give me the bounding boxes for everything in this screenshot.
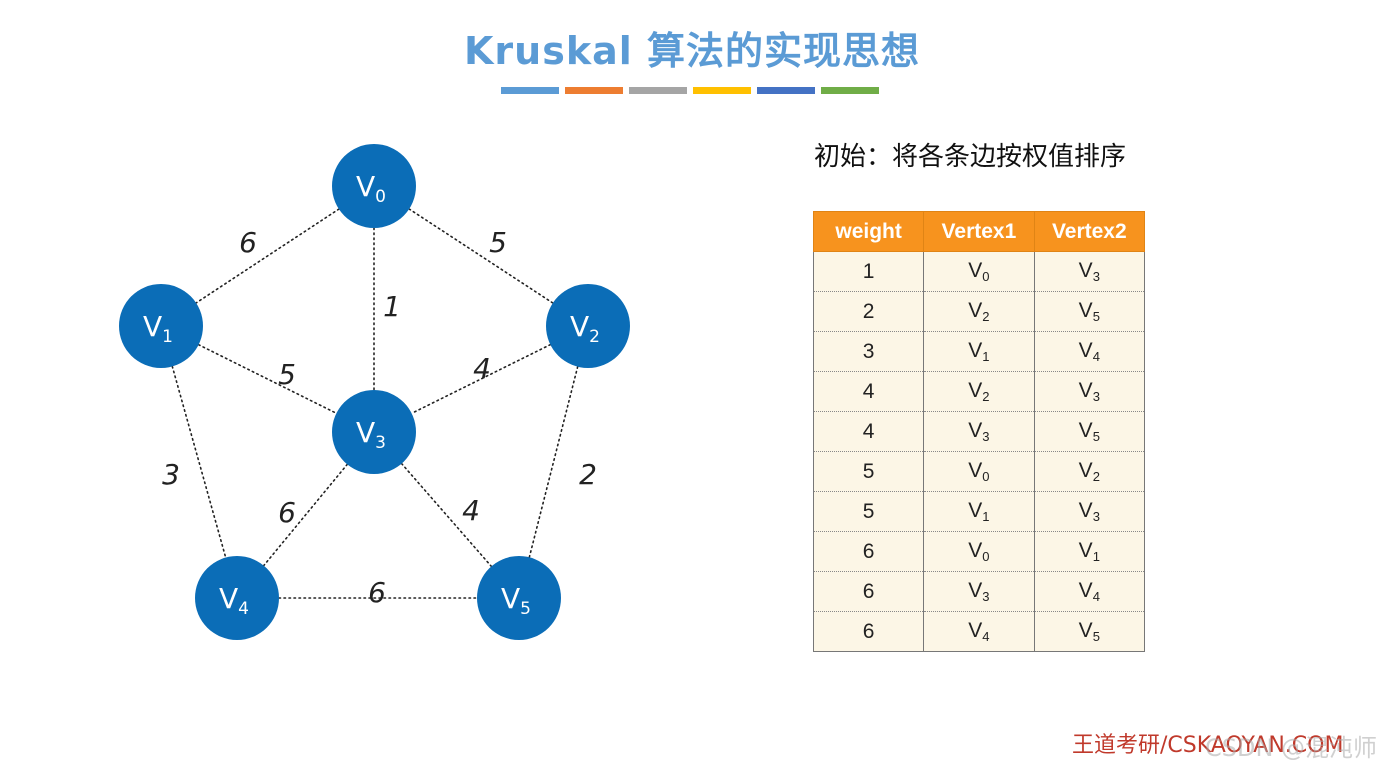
caption-text: 初始：将各条边按权值排序 xyxy=(814,142,1127,172)
cell-weight: 1 xyxy=(812,251,925,292)
slide-title: Kruskal 算法的实现思想 xyxy=(463,29,921,73)
edge-weight-v0-v1: 6 xyxy=(239,226,257,259)
node-v3 xyxy=(332,390,416,474)
header-weight: weight xyxy=(812,211,925,252)
node-v4 xyxy=(195,556,279,640)
node-v0 xyxy=(332,144,416,228)
cell-weight: 4 xyxy=(812,371,925,412)
watermark-csdn: CSDN @混沌师 xyxy=(1205,734,1378,762)
cell-vertex1: V3 xyxy=(923,411,1035,452)
edge-weight-v2-v3: 4 xyxy=(473,352,491,385)
cell-vertex1: V4 xyxy=(923,611,1035,652)
cell-vertex2: V2 xyxy=(1033,451,1146,492)
cell-weight: 6 xyxy=(812,571,925,612)
edge-weight-v2-v5: 2 xyxy=(579,458,597,491)
edge-weight-v4-v5: 6 xyxy=(368,576,386,609)
table-header-row: weight Vertex1 Vertex2 xyxy=(812,211,1146,252)
color-bar-1 xyxy=(501,87,559,94)
node-label-v0: V0 xyxy=(356,170,386,207)
cell-vertex1: V0 xyxy=(923,451,1035,492)
edge-v0-v1 xyxy=(195,208,340,304)
node-label-v5: V5 xyxy=(501,582,531,619)
color-bar-5 xyxy=(757,87,815,94)
cell-vertex2: V4 xyxy=(1033,571,1146,612)
edge-weight-v1-v3: 5 xyxy=(278,358,296,391)
edge-v2-v3 xyxy=(410,343,552,415)
edge-weight-v3-v5: 4 xyxy=(462,494,480,527)
color-bar-4 xyxy=(693,87,751,94)
color-bar-2 xyxy=(565,87,623,94)
cell-weight: 6 xyxy=(812,611,925,652)
cell-vertex1: V1 xyxy=(923,331,1035,372)
header-vertex1: Vertex1 xyxy=(923,211,1035,252)
header-vertex2: Vertex2 xyxy=(1033,211,1146,252)
cell-vertex1: V2 xyxy=(923,371,1035,412)
edge-v1-v4 xyxy=(171,365,227,559)
node-v5 xyxy=(477,556,561,640)
cell-vertex2: V3 xyxy=(1033,371,1146,412)
cell-vertex2: V4 xyxy=(1033,331,1146,372)
cell-weight: 6 xyxy=(812,531,925,572)
cell-vertex2: V5 xyxy=(1033,611,1146,652)
cell-vertex1: V2 xyxy=(923,291,1035,332)
node-label-v1: V1 xyxy=(143,310,173,347)
watermark-wangdao: 王道考研/CSKAOYAN.COM xyxy=(1072,733,1344,758)
color-bar-6 xyxy=(821,87,879,94)
cell-vertex2: V5 xyxy=(1033,411,1146,452)
cell-vertex2: V5 xyxy=(1033,291,1146,332)
color-bar-3 xyxy=(629,87,687,94)
edge-weight-v1-v4: 3 xyxy=(162,458,180,491)
cell-vertex1: V0 xyxy=(923,251,1035,292)
edge-v1-v3 xyxy=(197,343,338,415)
edge-weight-v0-v2: 5 xyxy=(489,226,507,259)
cell-vertex2: V3 xyxy=(1033,251,1146,292)
cell-weight: 4 xyxy=(812,411,925,452)
node-label-v2: V2 xyxy=(570,310,600,347)
edge-v0-v2 xyxy=(408,208,554,304)
cell-weight: 5 xyxy=(812,451,925,492)
cell-vertex1: V3 xyxy=(923,571,1035,612)
cell-vertex2: V1 xyxy=(1033,531,1146,572)
edge-weight-v3-v4: 6 xyxy=(278,496,296,529)
cell-weight: 5 xyxy=(812,491,925,532)
edge-weight-v0-v3: 1 xyxy=(383,290,401,323)
edge-v2-v5 xyxy=(528,365,579,559)
edge-v3-v4 xyxy=(262,463,349,567)
node-label-v3: V3 xyxy=(356,416,386,453)
cell-vertex1: V0 xyxy=(923,531,1035,572)
cell-vertex2: V3 xyxy=(1033,491,1146,532)
cell-weight: 2 xyxy=(812,291,925,332)
node-label-v4: V4 xyxy=(219,582,249,619)
node-v1 xyxy=(119,284,203,368)
node-v2 xyxy=(546,284,630,368)
cell-weight: 3 xyxy=(812,331,925,372)
cell-vertex1: V1 xyxy=(923,491,1035,532)
